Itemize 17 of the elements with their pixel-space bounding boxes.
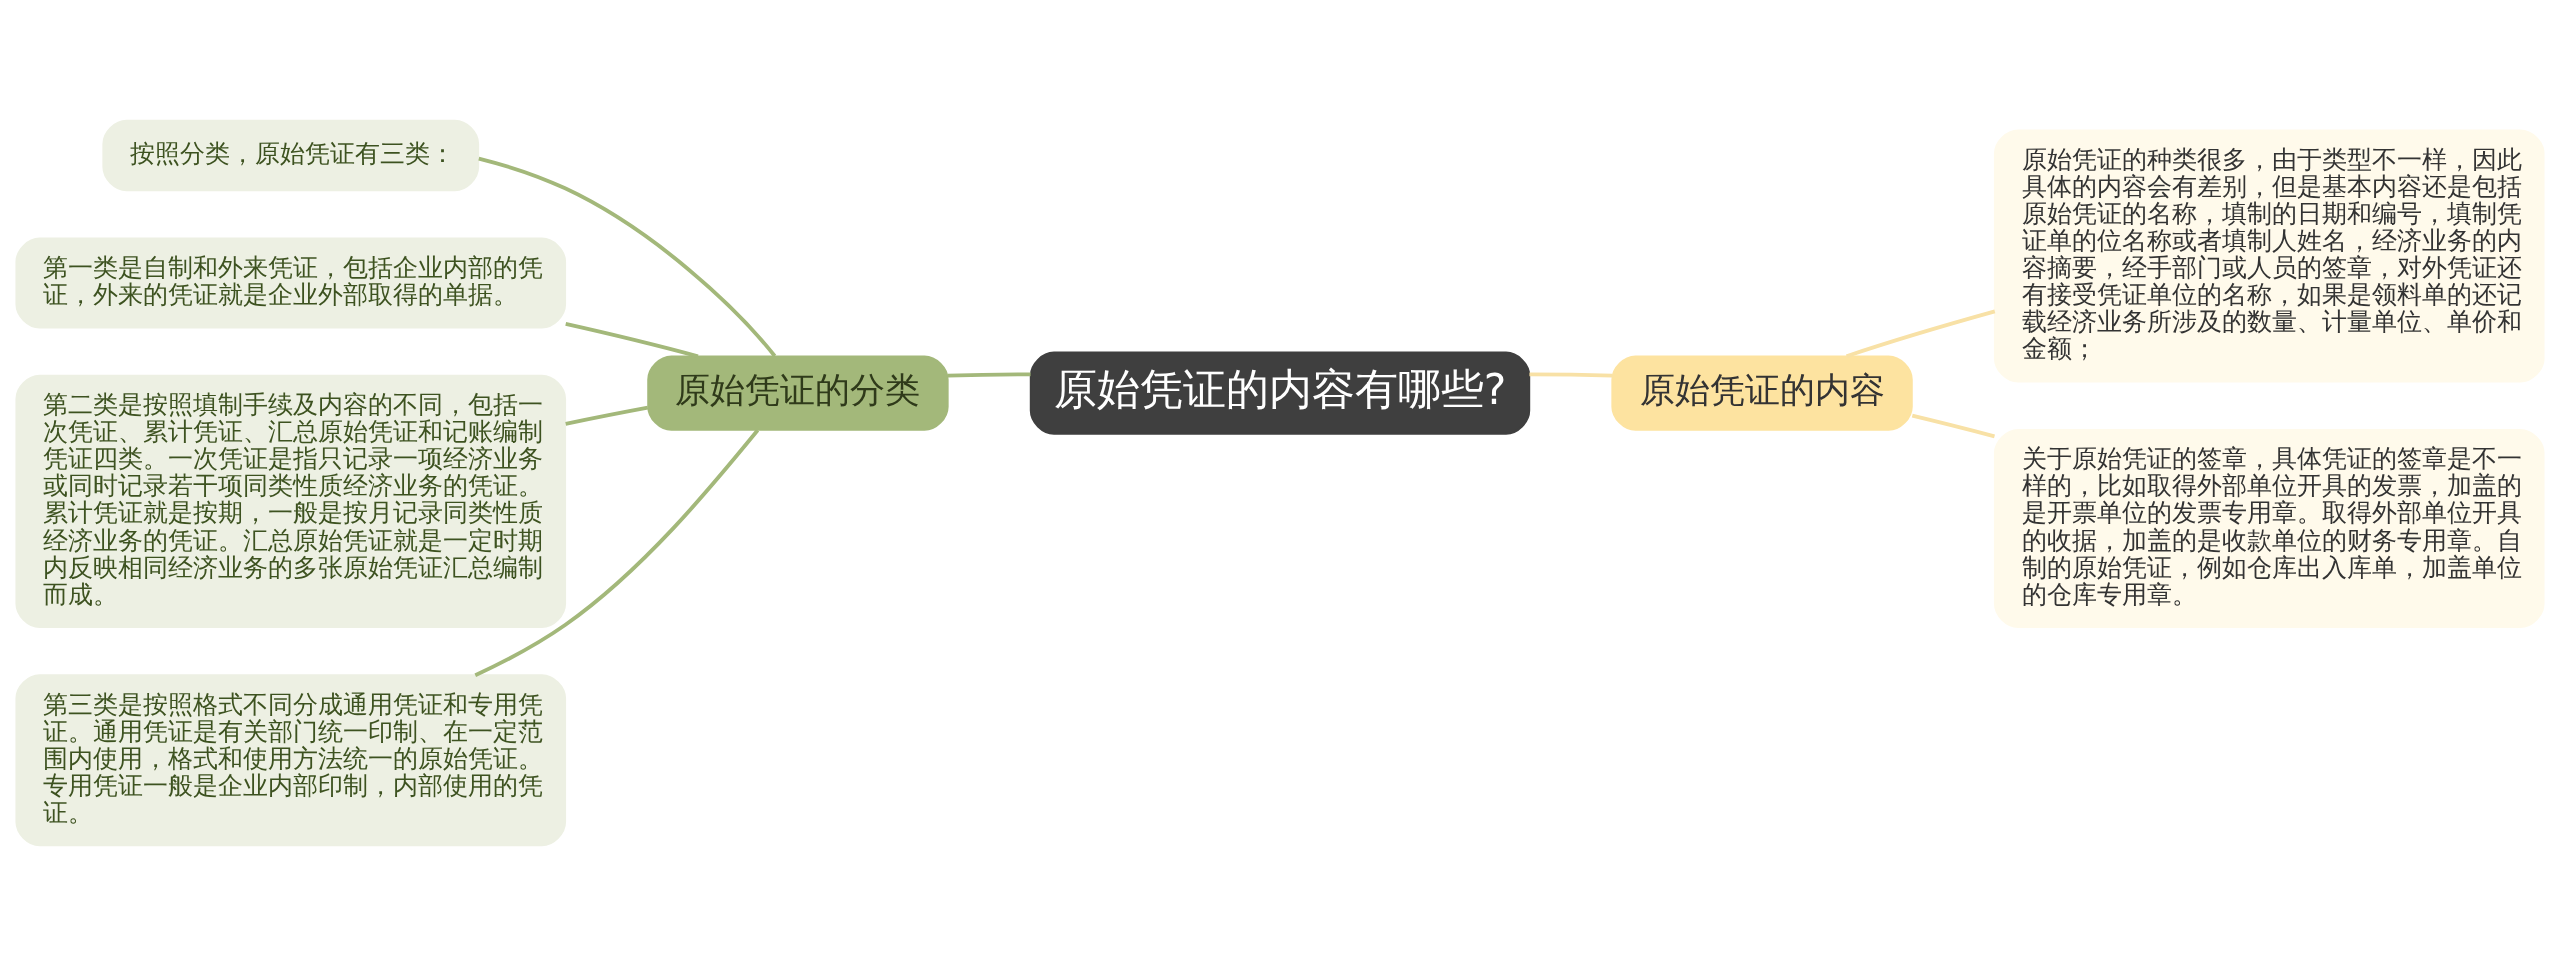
node-box: 原始凭证的内容 [1611, 355, 1913, 431]
connector [1911, 413, 1995, 439]
connector [1529, 372, 1613, 378]
node-box: 原始凭证的分类 [647, 355, 949, 431]
connector [1845, 309, 1996, 359]
node-box: 第二类是按照填制手续及内容的不同，包括一次凭证、累计凭证、汇总原始凭证和记账编制凭证四类。一次凭证是指只记录一项经济业务或同时记录若干项同类性质经济业务的凭证。累计凭证就是按期，一般是按月记录同类性质经济业务的凭证。汇总原始凭证就是一定时期内反映相同经济业务的多张原始凭证汇总编制而成。 [15, 374, 567, 628]
connector [478, 156, 777, 358]
node-box: 关于原始凭证的签章，具体凭证的签章是不一样的，比如取得外部单位开具的发票，加盖的是开票单位的发票专用章。取得外部单位开具的收据，加盖的是收款单位的财务专用章。自制的原始凭证，例如仓库出入库单，加盖单位的仓库专用章。 [1993, 428, 2545, 628]
node-box: 按照分类，原始凭证有三类： [102, 119, 480, 192]
node-box: 第三类是按照格式不同分成通用凭证和专用凭证。通用凭证是有关部门统一印制、在一定范围内使用，格式和使用方法统一的原始凭证。专用凭证一般是企业内部印制，内部使用的凭证。 [15, 674, 567, 847]
node-box: 第一类是自制和外来凭证，包括企业内部的凭证，外来的凭证就是企业外部取得的单据。 [15, 237, 567, 329]
connector [565, 322, 699, 359]
connector [565, 405, 649, 426]
node-box: 原始凭证的内容有哪些? [1029, 351, 1531, 435]
connector [947, 372, 1031, 378]
node-box: 原始凭证的种类很多，由于类型不一样，因此具体的内容会有差别，但是基本内容还是包括原始凭证的名称，填制的日期和编号，填制凭证单的位名称或者填制人姓名，经济业务的内容摘要，经手部门或人员的签章，对外凭证还有接受凭证单位的名称，如果是领料单的还记载经济业务所涉及的数量、计量单位、单价和金额； [1993, 129, 2545, 383]
connector [474, 429, 760, 677]
